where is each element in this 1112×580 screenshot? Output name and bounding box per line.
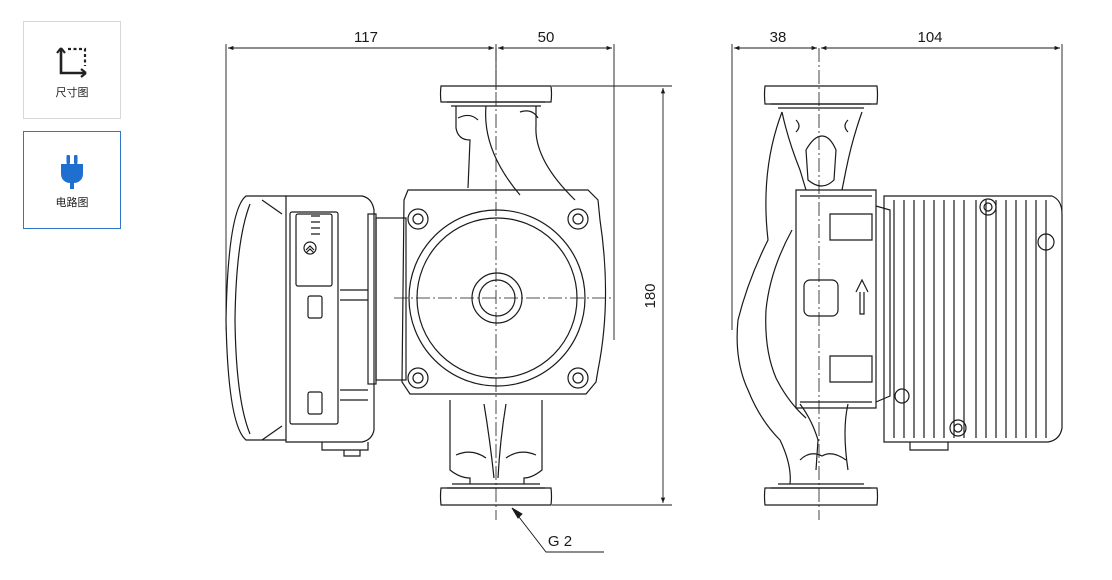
side-view: [736, 85, 1063, 506]
dim-connection: G 2: [548, 533, 572, 550]
dimension-icon: [24, 42, 120, 80]
tab-circuit-diagram[interactable]: 电路图: [23, 131, 121, 229]
dim-side-right: 104: [917, 29, 942, 46]
tab-label: 电路图: [55, 196, 89, 209]
tab-label: 尺寸图: [55, 86, 89, 99]
dim-side-left: 38: [770, 29, 787, 46]
dim-front-left: 117: [354, 29, 378, 46]
front-view: [225, 85, 607, 506]
dim-height: 180: [642, 283, 659, 308]
dimension-lines: [225, 44, 1063, 553]
dim-front-right: 50: [538, 29, 555, 46]
tab-dimension-drawing[interactable]: 尺寸图: [23, 21, 121, 119]
center-lines: [394, 48, 820, 520]
plug-icon: [24, 152, 120, 190]
